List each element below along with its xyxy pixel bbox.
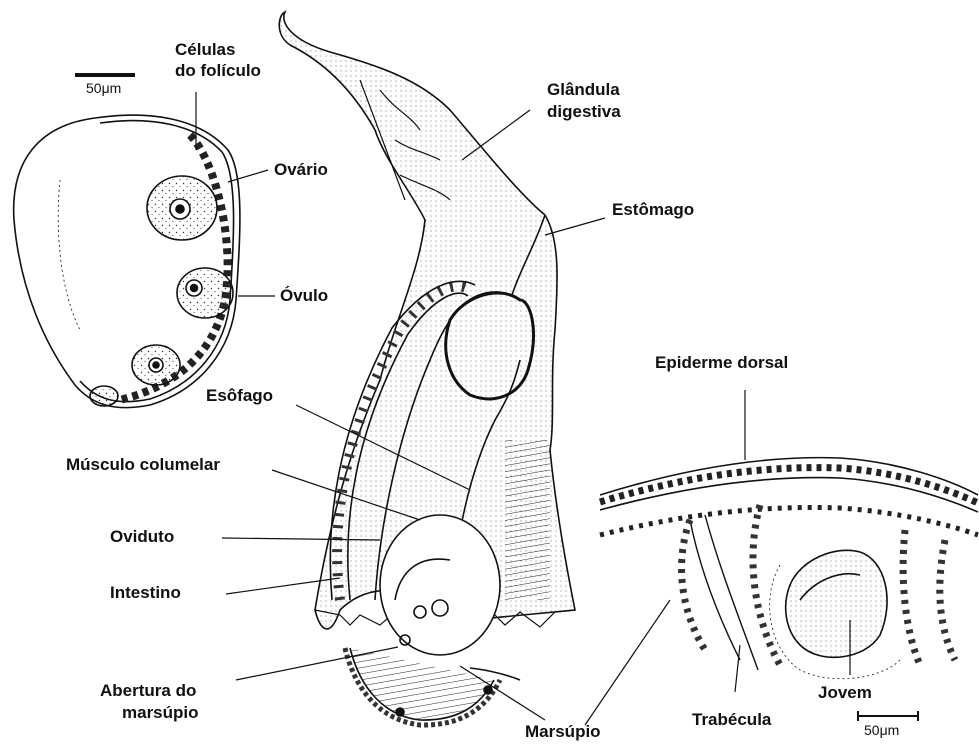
label-trabecula: Trabécula [692,710,771,730]
scale-label-right: 50μm [864,722,899,738]
label-oviduto: Oviduto [110,527,174,547]
label-abertura-line2: marsúpio [122,703,199,723]
label-ovulo: Óvulo [280,286,328,306]
scale-label-left: 50μm [86,80,121,96]
label-esofago: Esôfago [206,386,273,406]
label-celulas-line1: Células [175,40,235,60]
label-intestino: Intestino [110,583,181,603]
label-jovem: Jovem [818,683,872,703]
snail-body [279,12,575,725]
label-ovario: Ovário [274,160,328,180]
label-marsupio: Marsúpio [525,722,601,742]
label-abertura-line1: Abertura do [100,681,196,701]
label-estomago: Estômago [612,200,694,220]
dorsal-section [600,458,978,679]
label-glandula-line2: digestiva [547,102,621,122]
label-musculo: Músculo columelar [66,455,220,475]
label-celulas-line2: do folículo [175,61,261,81]
ovary-section [14,115,240,408]
label-glandula-line1: Glândula [547,80,620,100]
label-epiderme: Epiderme dorsal [655,353,788,373]
